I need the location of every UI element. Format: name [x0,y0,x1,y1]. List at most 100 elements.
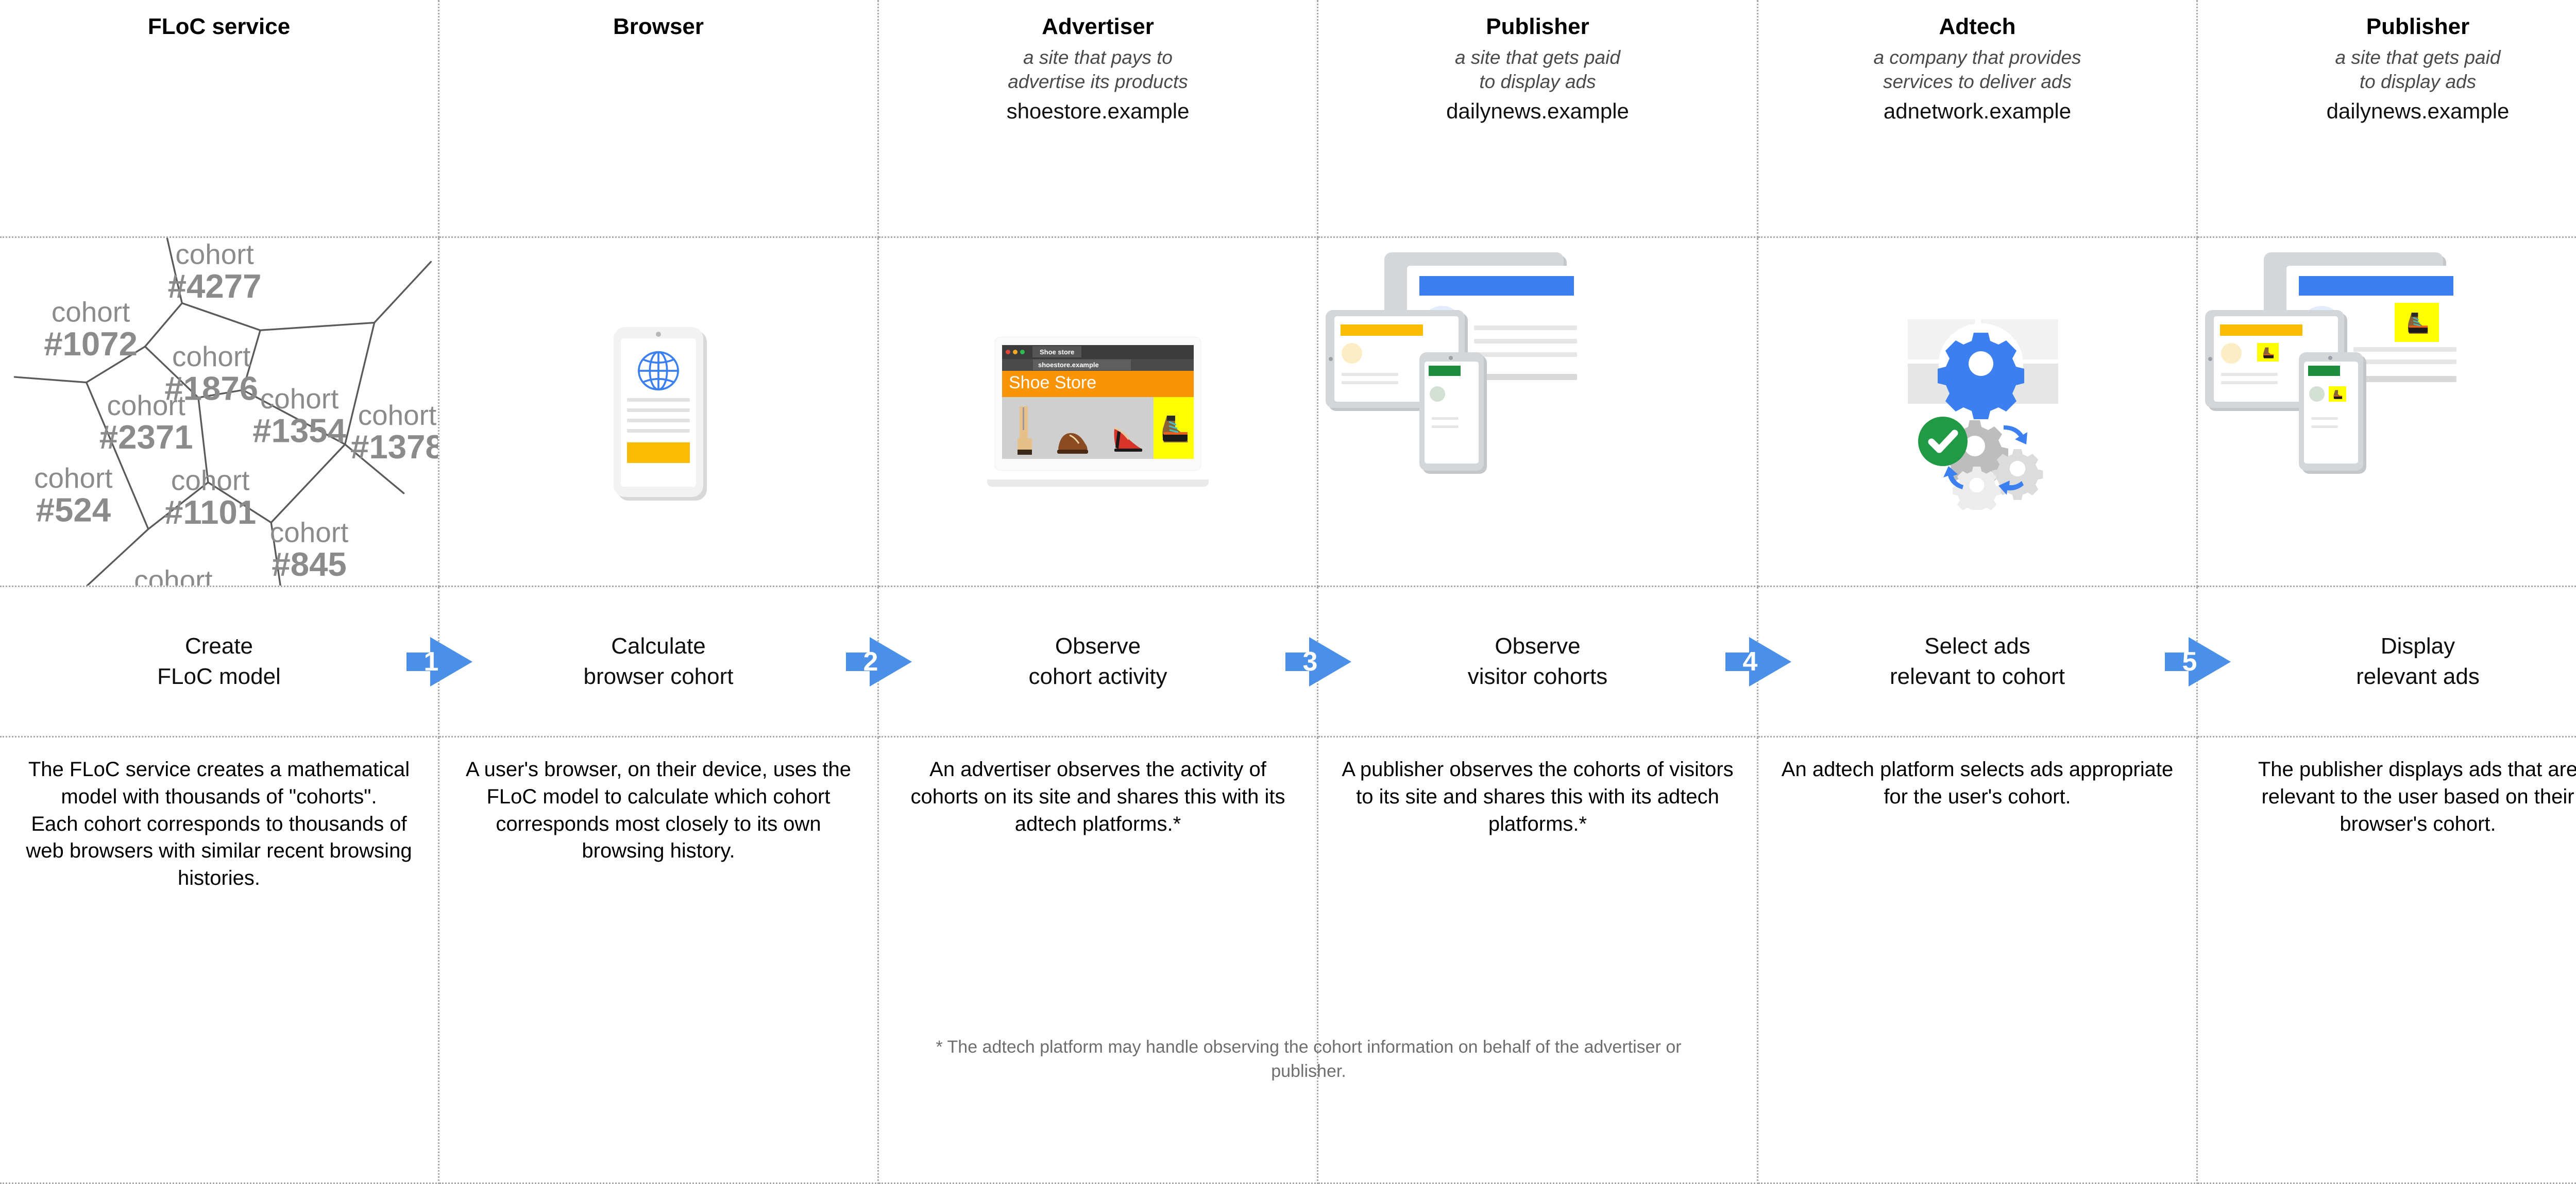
svg-text:cohort: cohort [107,389,185,421]
column-title: Publisher [2366,14,2470,39]
description-cell-4: A publisher observes the cohorts of visi… [1318,737,1758,1184]
text-line [1432,417,1459,420]
step-cell-5: 4 Select ads relevant to cohort [1725,587,2198,737]
header-cell-floc-service: FLoC service [0,0,439,238]
svg-text:cohort: cohort [270,517,348,548]
illustration-cell-publisher-devices [1318,238,1758,587]
description-cell-2: A user's browser, on their device, uses … [439,737,879,1184]
text-line [2221,373,2278,376]
text-line [2353,359,2456,364]
home-button-icon [1329,357,1333,361]
step-label: Create FLoC model [157,633,281,689]
browser-chrome-bar: Shoe store [1002,345,1194,359]
column-domain: dailynews.example [2326,98,2510,123]
header-cell-publisher-2: Publisher a site that gets paid to displ… [2198,0,2576,238]
page-banner [1341,324,1423,336]
step-cell-1: Create FLoC model [0,587,439,737]
gear-icon [1938,332,2024,419]
browser-tab[interactable]: Shoe store [1032,346,1082,357]
illustration-cell-browser-device [439,238,879,587]
column-domain: adnetwork.example [1883,98,2072,123]
text-line [1474,339,1577,344]
hero-circle [1342,343,1362,364]
site-heading: Shoe Store [1002,370,1194,397]
text-line [1342,381,1398,384]
svg-text:cohort: cohort [172,340,250,372]
illustration-cell-publisher-devices-with-ads [2198,238,2576,587]
url-text[interactable]: shoestore.example [1033,359,1131,370]
shoe-store-website: Shoe store shoestore.example Shoe Store [1002,345,1194,459]
svg-text:cohort: cohort [52,296,130,328]
maximize-window-dot[interactable] [1020,349,1025,354]
camera-icon [656,331,661,337]
hiking-boot-icon [1162,415,1188,442]
column-domain: dailynews.example [1446,98,1629,123]
laptop-base [987,479,1209,487]
hiking-boot-icon [2263,347,2274,358]
text-line [2221,381,2278,384]
step-arrow-3: 3 [1285,637,1351,687]
step-cell-6: 5 Display relevant ads [2165,587,2576,737]
ad-slot[interactable] [2257,343,2279,362]
rotation-arrows-icon [1943,425,2027,495]
illustration-cell-adtech [1758,238,2198,587]
boot-icon [1018,406,1032,455]
svg-text:#1072: #1072 [44,325,138,363]
step-label: Select ads relevant to cohort [1890,633,2065,689]
svg-text:cohort: cohort [134,564,212,586]
step-number: 2 [863,646,878,677]
description-text: An advertiser observes the activity of c… [910,758,1285,835]
header-cell-advertiser: Advertiser a site that pays to advertise… [879,0,1318,238]
text-line [1474,325,1577,330]
column-subtitle: a site that pays to advertise its produc… [1008,46,1188,93]
hero-circle [2221,343,2242,364]
column-subtitle: a site that gets paid to display ads [1455,46,1620,93]
home-button-icon [2208,357,2212,361]
laptop-device: Shoe store shoestore.example Shoe Store [987,337,1209,487]
globe-icon [638,351,679,390]
ad-slot[interactable] [2329,386,2346,402]
text-line [2353,376,2456,382]
header-cell-adtech: Adtech a company that provides services … [1758,0,2198,238]
ad-slot[interactable] [2395,303,2439,342]
minimize-window-dot[interactable] [1013,349,1018,354]
svg-text:cohort: cohort [358,399,436,431]
step-arrow-5: 5 [2165,637,2231,687]
step-number: 4 [1742,646,1758,677]
text-line [2311,425,2338,428]
device-cluster-with-ads [2198,238,2576,586]
illustration-cell-shoe-store: Shoe store shoestore.example Shoe Store [879,238,1318,587]
svg-text:cohort: cohort [175,238,253,270]
svg-text:#1876: #1876 [164,369,258,407]
high-heel-icon [1114,426,1142,452]
column-title: Advertiser [1042,14,1154,39]
hero-circle [1430,386,1445,402]
description-text: The publisher displays ads that are rele… [2258,758,2576,835]
ad-slot[interactable] [1154,397,1194,459]
text-line [1342,373,1398,376]
description-cell-1: The FLoC service creates a mathematical … [0,737,439,1184]
description-cell-3: An advertiser observes the activity of c… [879,737,1318,1184]
page-banner [2299,276,2453,296]
placeholder-line [627,418,690,422]
close-window-dot[interactable] [1006,349,1010,354]
step-label: Observe visitor cohorts [1467,633,1608,689]
page-banner [2220,324,2302,336]
check-circle-icon [1918,416,1968,466]
step-arrow-1: 1 [406,637,472,687]
cta-button-placeholder [627,442,690,463]
device-cluster [1318,238,1757,586]
step-arrow-2: 2 [846,637,912,687]
step-number: 1 [423,646,439,677]
hero-circle [2309,386,2325,402]
step-cell-4: 3 Observe visitor cohorts [1285,587,1758,737]
product-shelf [1002,397,1154,459]
text-line [1474,352,1577,357]
description-cell-5: An adtech platform selects ads appropria… [1758,737,2198,1184]
step-number: 3 [1302,646,1318,677]
page-banner [1419,276,1574,296]
header-cell-browser: Browser [439,0,879,238]
browser-address-bar[interactable]: shoestore.example [1002,358,1194,371]
text-line [1474,374,1577,380]
